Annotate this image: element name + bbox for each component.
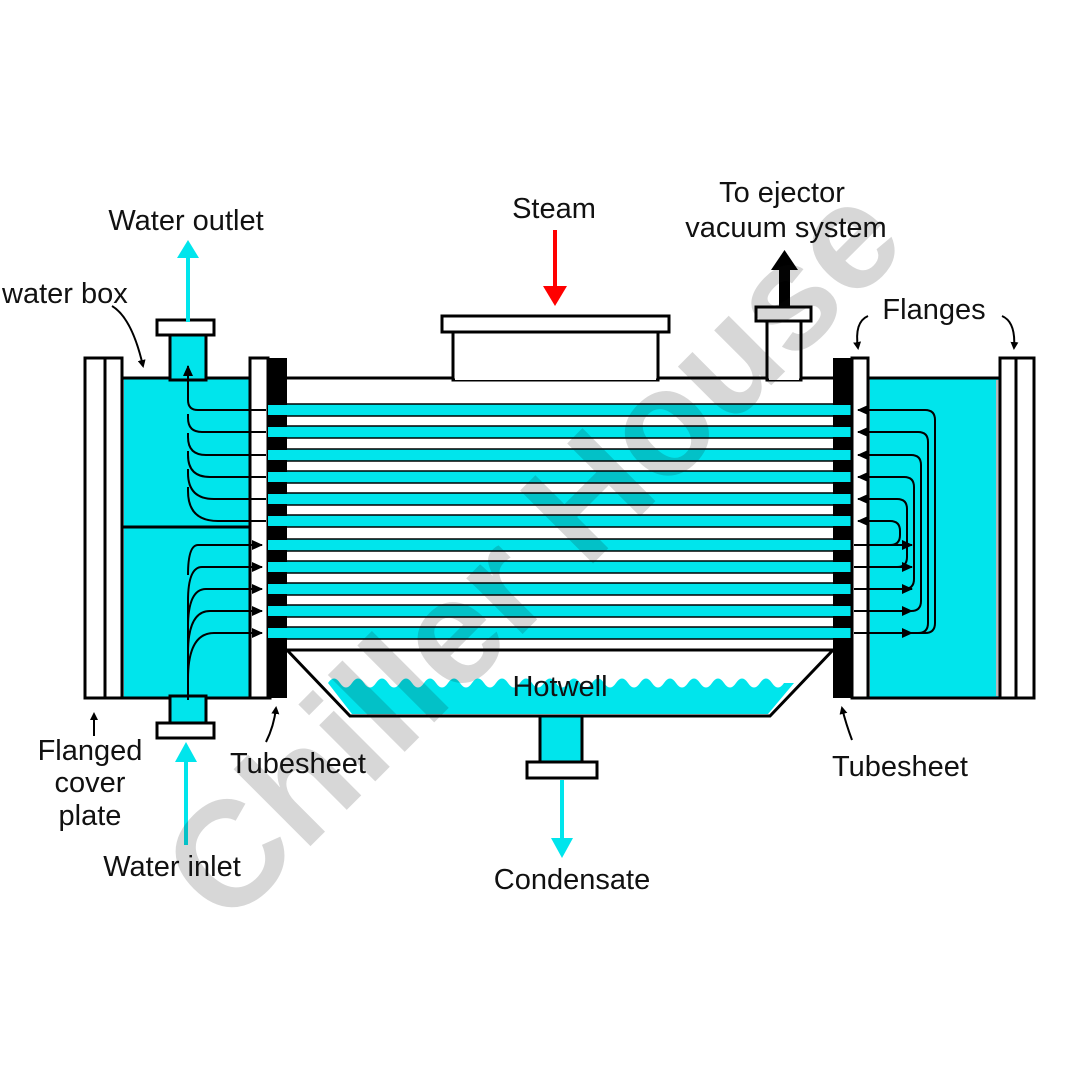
tubesheet-right-leader — [839, 706, 853, 741]
label-water-box: water box — [1, 278, 128, 310]
water-outlet-arrow — [177, 240, 199, 322]
label-tubesheet-right: Tubesheet — [832, 751, 968, 783]
flanges-leader-right — [1001, 315, 1019, 350]
flow-arrow-outlet — [187, 396, 266, 411]
steam-arrow — [543, 230, 567, 306]
flow-arrow-outlet — [187, 451, 266, 478]
tube-hole — [268, 494, 287, 504]
label-water-inlet: Water inlet — [103, 851, 241, 883]
label-flanges: Flanges — [882, 294, 985, 326]
leader-lines — [90, 305, 1019, 743]
tube-hole — [833, 427, 852, 437]
label-hotwell: Hotwell — [512, 671, 607, 703]
flanges-leader-left — [853, 315, 869, 350]
flow-arrow-return — [857, 450, 922, 612]
tube-bundle — [267, 403, 853, 640]
tube-hole — [833, 628, 852, 638]
tubesheet-right — [833, 358, 852, 698]
tube-hole — [268, 606, 287, 616]
label-tubesheet-left: Tubesheet — [230, 748, 366, 780]
tube-hole — [833, 540, 852, 550]
flow-arrow-outlet — [187, 487, 266, 522]
flanged-cover-plate — [83, 356, 124, 700]
flow-arrow-outlet — [187, 469, 266, 500]
labels: Water outlet Steam To ejector vacuum sys… — [1, 177, 986, 896]
tube-hole — [833, 562, 852, 572]
tube-hole — [833, 516, 852, 526]
tube-hole — [268, 472, 287, 482]
flow-arrow-return — [857, 405, 936, 634]
label-cover: cover — [55, 767, 126, 799]
flow-arrows — [183, 365, 936, 700]
tube-hole — [833, 405, 852, 415]
flow-arrow-return — [857, 472, 915, 590]
label-flanged: Flanged — [38, 735, 143, 767]
tubesheet-left — [268, 358, 287, 698]
flow-arrow-inlet — [187, 562, 263, 602]
flow-arrow-outlet — [187, 433, 266, 456]
tube-hole — [268, 427, 287, 437]
label-vacuum-system: vacuum system — [685, 212, 886, 244]
water-outlet-nozzle — [155, 318, 216, 382]
tubesheet-left-leader — [265, 706, 280, 743]
tube-hole — [268, 584, 287, 594]
water-inlet-nozzle — [155, 694, 216, 740]
tube-hole — [268, 450, 287, 460]
tube-hole — [268, 628, 287, 638]
flow-arrow-outlet — [187, 414, 266, 433]
tube-hole — [833, 494, 852, 504]
flow-arrow-inlet — [187, 540, 263, 576]
water-inlet-arrow — [175, 742, 197, 845]
hotwell — [283, 648, 837, 780]
flow-arrow-return — [857, 427, 929, 634]
ejector-arrow — [771, 250, 798, 306]
tube-hole — [268, 516, 287, 526]
condensate-arrow — [551, 780, 573, 858]
tube-hole — [268, 562, 287, 572]
tube-hole — [268, 405, 287, 415]
label-plate: plate — [59, 800, 122, 832]
tube-hole — [833, 450, 852, 460]
flow-arrow-return — [857, 516, 901, 546]
water-box-leader — [111, 305, 146, 368]
tube-hole — [833, 606, 852, 616]
tube-hole — [833, 584, 852, 594]
tube-hole — [268, 540, 287, 550]
label-steam: Steam — [512, 193, 596, 225]
flow-arrow-return — [857, 494, 908, 568]
label-water-outlet: Water outlet — [108, 205, 263, 237]
label-condensate: Condensate — [494, 864, 650, 896]
tube-hole — [833, 472, 852, 482]
label-to-ejector: To ejector — [719, 177, 845, 209]
